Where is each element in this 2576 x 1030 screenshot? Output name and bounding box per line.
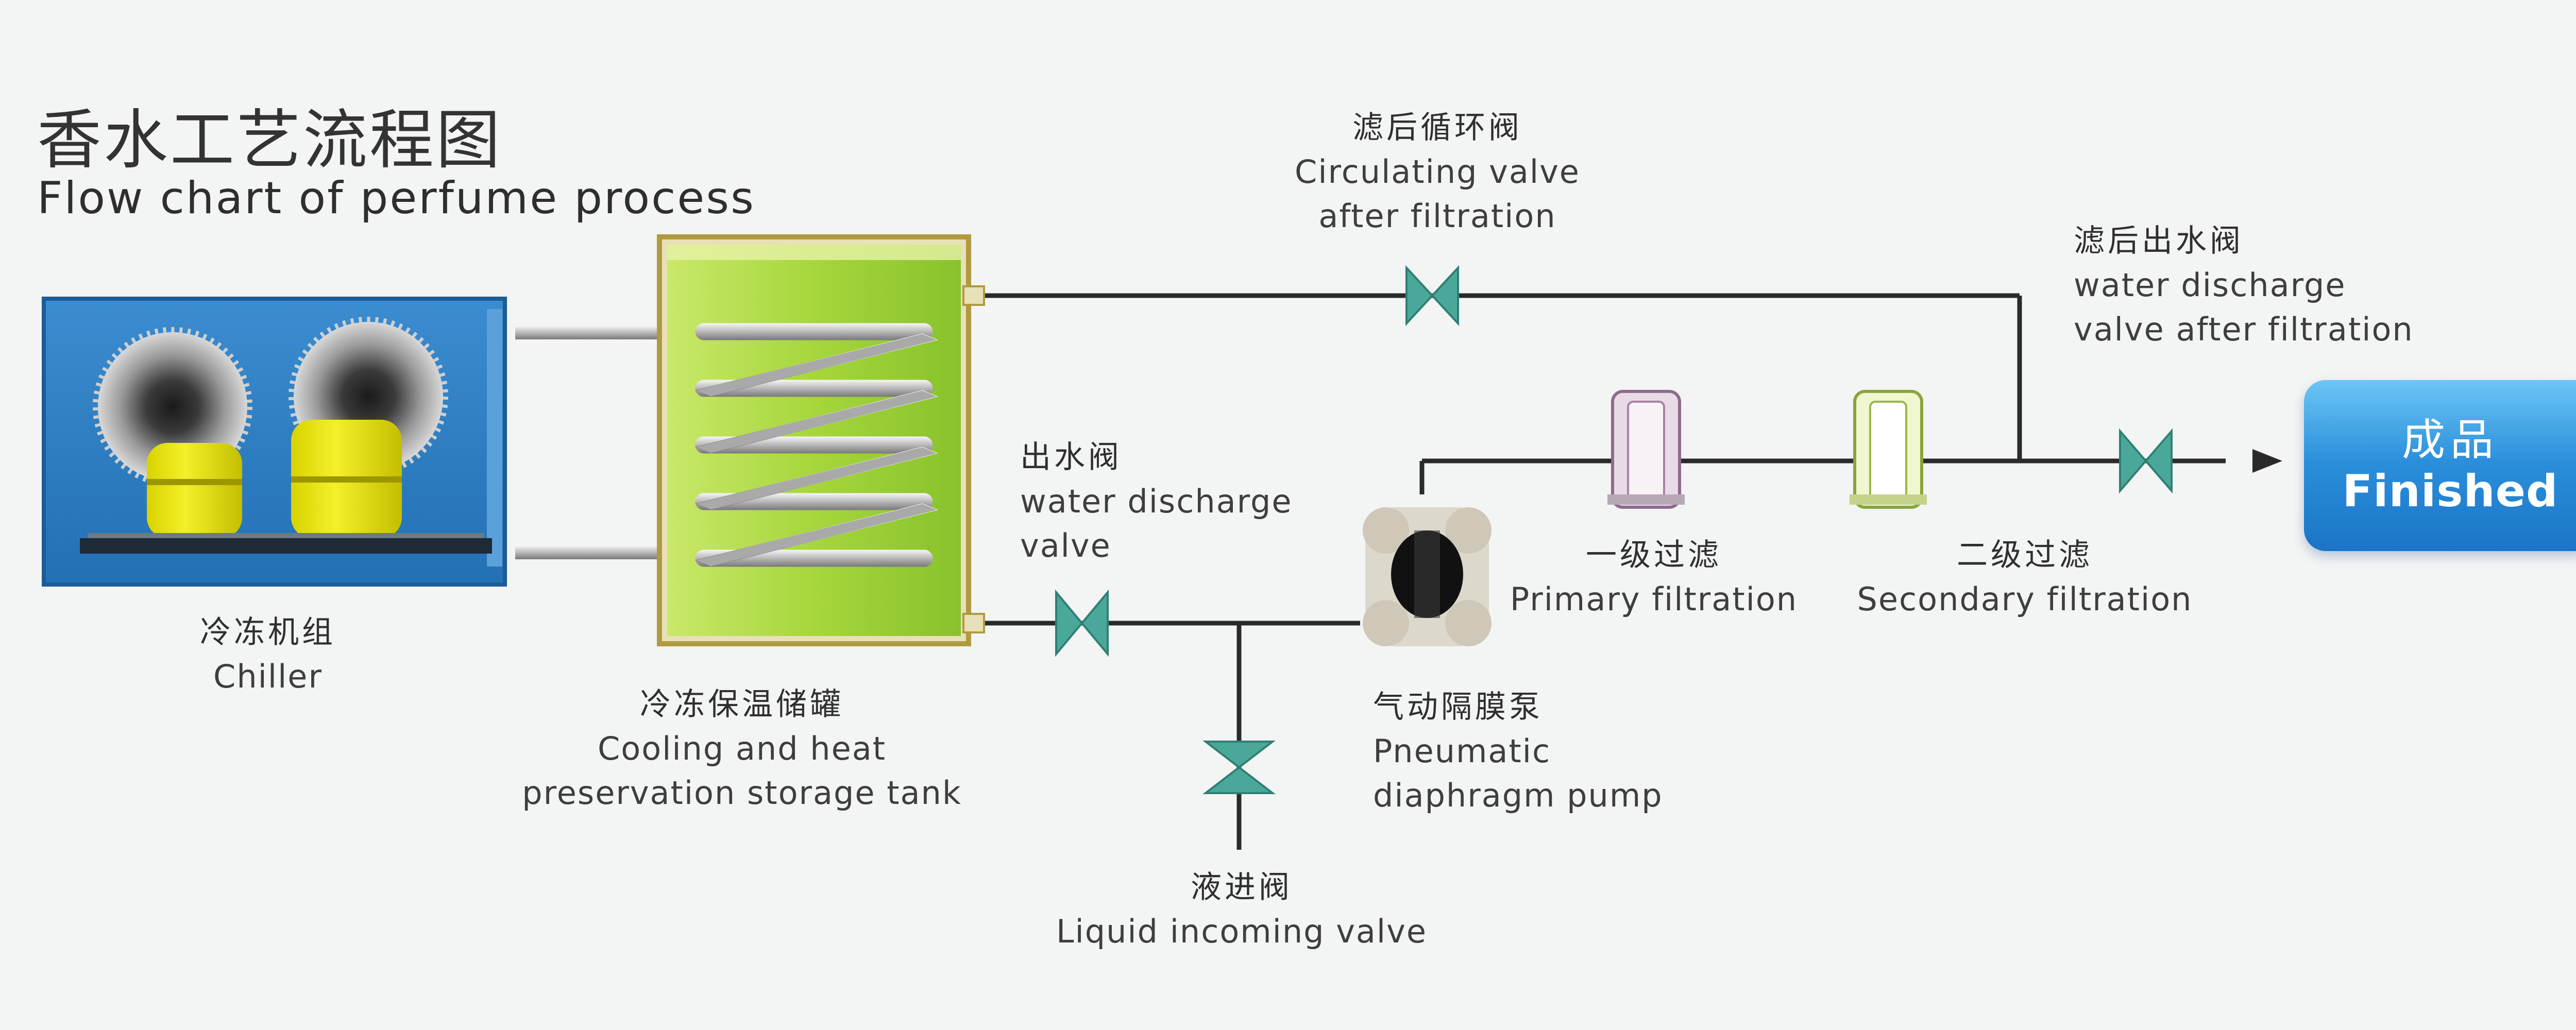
discharge-after-filtration-label-en1: water discharge: [2074, 266, 2346, 304]
flow-arrow-head: [2252, 449, 2282, 473]
diagram-title-cn: 香水工艺流程图: [37, 103, 502, 178]
tank-label: 冷冻保温储罐 Cooling and heat preservation sto…: [495, 682, 989, 815]
compressor-left: [147, 443, 242, 538]
pipes: [979, 293, 2226, 850]
circulating-valve-shape: [1405, 265, 1459, 327]
chiller-label-en: Chiller: [213, 658, 323, 695]
circulating-valve-label: 滤后循环阀 Circulating valve after filtration: [1242, 106, 1633, 238]
chiller-label-cn: 冷冻机组: [200, 614, 336, 650]
incoming-valve-label: 液进阀 Liquid incoming valve: [1025, 865, 1458, 954]
discharge-after-filtration-label-cn: 滤后出水阀: [2074, 223, 2244, 259]
chiller-label: 冷冻机组 Chiller: [170, 610, 366, 699]
secondary-filter-label-en: Secondary filtration: [1857, 580, 2193, 618]
incoming-valve-shape: [1202, 741, 1276, 794]
pump-label-en1: Pneumatic: [1373, 732, 1551, 770]
after-filtration-valve-shape: [2119, 428, 2173, 494]
circulating-valve-label-en2: after filtration: [1318, 197, 1556, 235]
tank-label-en2: preservation storage tank: [522, 774, 962, 812]
discharge-after-filtration-label-en2: valve after filtration: [2074, 311, 2414, 348]
finished-product-box: 成品 Finished: [2304, 380, 2576, 551]
chiller-unit: [42, 297, 507, 587]
pump-label-cn: 气动隔膜泵: [1373, 689, 1543, 725]
tank-label-en1: Cooling and heat: [597, 730, 887, 767]
storage-tank: [657, 234, 985, 646]
primary-filter-shape: [1607, 390, 1685, 509]
diaphragm-pump: [1363, 507, 1492, 646]
incoming-valve-label-en: Liquid incoming valve: [1056, 913, 1427, 950]
discharge-valve-label-en2: valve: [1020, 527, 1111, 564]
pump-label-en2: diaphragm pump: [1373, 777, 1663, 814]
finished-label-en: Finished: [2342, 466, 2558, 517]
diagram-title-en: Flow chart of perfume process: [37, 173, 755, 224]
discharge-valve-shape: [1055, 589, 1109, 657]
discharge-after-filtration-label: 滤后出水阀 water discharge valve after filtra…: [2074, 219, 2465, 352]
secondary-filter-label-cn: 二级过滤: [1957, 537, 2093, 573]
primary-filter-label-cn: 一级过滤: [1586, 537, 1722, 573]
secondary-filter-label: 二级过滤 Secondary filtration: [1829, 533, 2221, 622]
incoming-valve-label-cn: 液进阀: [1191, 869, 1293, 905]
discharge-valve-label-cn: 出水阀: [1020, 439, 1122, 475]
finished-label-cn: 成品: [2401, 415, 2499, 465]
primary-filter-label-en: Primary filtration: [1510, 580, 1798, 618]
discharge-valve-label: 出水阀 water discharge valve: [1020, 435, 1329, 568]
discharge-valve-label-en1: water discharge: [1020, 483, 1293, 520]
pump-label: 气动隔膜泵 Pneumatic diaphragm pump: [1373, 685, 1734, 818]
primary-filter-label: 一级过滤 Primary filtration: [1494, 533, 1814, 622]
tank-label-cn: 冷冻保温储罐: [640, 686, 844, 723]
circulating-valve-label-en1: Circulating valve: [1295, 153, 1580, 191]
cooling-coil: [694, 323, 939, 567]
secondary-filter-shape: [1850, 390, 1927, 509]
circulating-valve-label-cn: 滤后循环阀: [1352, 110, 1522, 146]
